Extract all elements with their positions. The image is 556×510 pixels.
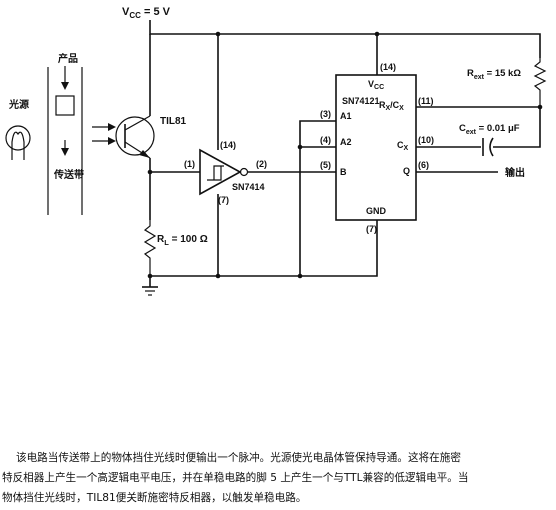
junction-a2 [297, 144, 303, 150]
phototransistor-symbol [115, 115, 155, 159]
mono-pin-gnd: (7) [366, 224, 377, 234]
schmitt-pin-gnd: (7) [218, 195, 229, 205]
svg-text:Cext = 0.01 μF: Cext = 0.01 μF [459, 123, 520, 136]
vcc-rail [149, 20, 541, 58]
conveyor-down-arrow-icon [61, 140, 69, 156]
mono-vcc-name: VCC [368, 79, 384, 91]
product-label: 产品 [58, 52, 78, 65]
schmitt-part-label: SN7414 [232, 182, 265, 192]
mono-pin-rxcx-name: RX/CX [379, 100, 404, 112]
mono-pin-q: (6) [418, 160, 429, 170]
light-source-lamp-icon [5, 125, 31, 160]
light-beam-arrows-icon [92, 123, 116, 145]
ground-bus [150, 220, 378, 277]
light-source-label: 光源 [8, 98, 29, 111]
mono-pin-a2: (4) [320, 135, 331, 145]
mono-pin-rxcx: (11) [418, 96, 434, 106]
cext-capacitor-symbol [482, 137, 494, 157]
caption-line-3: 物体挡住光线时，TIL81便关断施密特反相器，以触发单稳电路。 [2, 492, 307, 504]
svg-text:VCC: VCC [368, 79, 384, 91]
load-resistor-label: RL = 100 Ω [157, 234, 208, 247]
svg-text:RL = 100 Ω: RL = 100 Ω [157, 234, 208, 247]
svg-text:CX: CX [397, 140, 409, 152]
mono-pin-cx-name: CX [397, 140, 409, 152]
vcc-label: VCC = 5 V [122, 6, 171, 20]
mono-pin-a2-name: A2 [340, 137, 352, 147]
svg-text:RX/CX: RX/CX [379, 100, 404, 112]
output-label: 输出 [505, 166, 525, 179]
mono-pin-q-name: Q [403, 166, 410, 176]
schmitt-pin-out: (2) [256, 159, 267, 169]
load-resistor-symbol [143, 220, 157, 276]
phototransistor-label: TIL81 [160, 116, 187, 127]
mono-pin-b: (5) [320, 160, 331, 170]
cext-label: Cext = 0.01 μF [459, 123, 520, 136]
product-down-arrow-icon [61, 66, 69, 90]
schmitt-pin-vcc: (14) [220, 140, 236, 150]
conveyor-label: 传送带 [53, 168, 84, 181]
product-box [55, 95, 75, 116]
caption-line-2: 特反相器上产生一个高逻辑电平电压，并在单稳电路的脚 5 上产生一个与TTL兼容的… [2, 472, 469, 484]
rext-resistor-symbol [533, 58, 547, 107]
circuit-schematic: VCC = 5 V 光源 产品 传送带 [5, 6, 547, 296]
caption-line-1: 该电路当传送带上的物体挡住光线时便输出一个脉冲。光源使光电晶体管保持导通。这将在… [16, 452, 461, 464]
svg-text:Rext = 15 kΩ: Rext = 15 kΩ [467, 68, 521, 81]
mono-a1-a2-ground-wire [299, 120, 336, 276]
mono-gnd-name: GND [366, 206, 387, 216]
mono-pin-a1: (3) [320, 109, 331, 119]
ground-icon [142, 276, 158, 296]
schmitt-pin-in: (1) [184, 159, 195, 169]
rext-label: Rext = 15 kΩ [467, 68, 521, 81]
mono-pin-b-name: B [340, 167, 347, 177]
mono-pin-cx: (10) [418, 135, 434, 145]
schmitt-trigger-symbol [199, 148, 249, 196]
cext-wire [416, 107, 541, 148]
mono-part-label: SN74121 [342, 96, 380, 106]
mono-pin-vcc: (14) [380, 62, 396, 72]
svg-text:VCC = 5 V: VCC = 5 V [122, 6, 171, 20]
caption-text: 该电路当传送带上的物体挡住光线时便输出一个脉冲。光源使光电晶体管保持导通。这将在… [2, 448, 554, 508]
mono-pin-a1-name: A1 [340, 111, 352, 121]
